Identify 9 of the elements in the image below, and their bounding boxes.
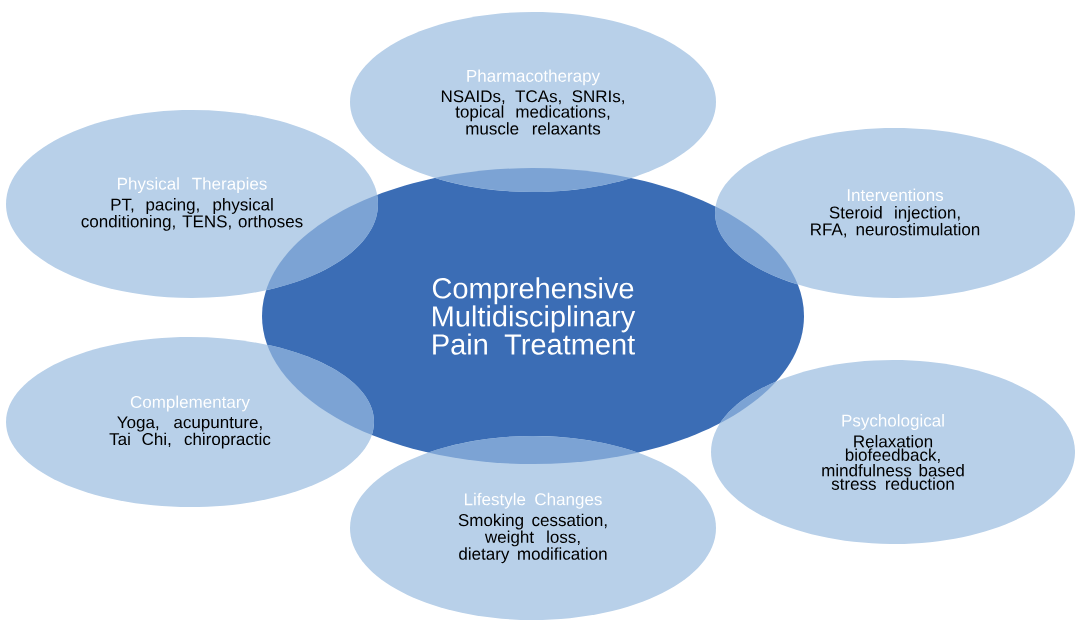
node-label: Steroid injection, RFA, neurostimulation (811, 206, 980, 238)
node-label: Complementary (130, 395, 250, 412)
node-label: Smoking cessation, weight loss, dietary modification (458, 513, 607, 564)
node-label: Pharmacotherapy (467, 69, 601, 86)
node-label: NSAIDs, TCAs, SNRIs, topical medications, muscle relaxants (441, 90, 624, 135)
node-label: Relaxation biofeedback, mindfulness based stress reduction (822, 434, 964, 490)
node-label: Lifestyle Changes (464, 492, 602, 509)
node-label: Interventions (847, 188, 944, 202)
node-label: Psychological (842, 414, 944, 430)
